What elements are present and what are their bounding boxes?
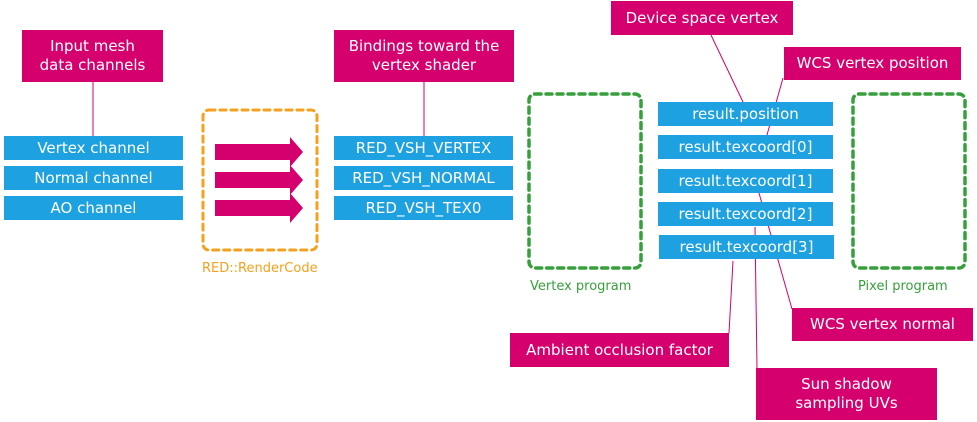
channel-normal: Normal channel [4, 166, 183, 190]
render-code-caption: RED::RenderCode [202, 261, 318, 276]
render-code-frame [201, 108, 319, 252]
bindings-label: Bindings toward the vertex shader [334, 30, 514, 82]
binding-vertex: RED_VSH_VERTEX [334, 136, 513, 160]
arrow-right-icon [215, 165, 303, 195]
output-position: result.position [658, 102, 833, 126]
binding-tex0: RED_VSH_TEX0 [334, 196, 513, 220]
wcs-vertex-position-callout: WCS vertex position [784, 47, 961, 80]
connector-device-space-vertex [710, 34, 744, 103]
arrow-right-icon [215, 193, 303, 223]
ambient-occlusion-factor-callout: Ambient occlusion factor [510, 333, 729, 367]
channel-ao: AO channel [4, 196, 183, 220]
wcs-vertex-normal-callout: WCS vertex normal [792, 308, 973, 341]
device-space-vertex-callout: Device space vertex [611, 1, 793, 35]
input-mesh-label: Input mesh data channels [22, 30, 163, 82]
channel-vertex: Vertex channel [4, 136, 183, 160]
render-code-arrows [215, 137, 303, 223]
output-texcoord-3: result.texcoord[3] [659, 235, 834, 259]
output-texcoord-2: result.texcoord[2] [658, 202, 833, 226]
output-texcoord-1: result.texcoord[1] [658, 169, 833, 193]
connector-ambient-occlusion [728, 260, 734, 334]
binding-normal: RED_VSH_NORMAL [334, 166, 513, 190]
vertex-program-caption: Vertex program [530, 279, 632, 294]
arrow-right-icon [215, 137, 303, 167]
sun-shadow-sampling-uvs-callout: Sun shadow sampling UVs [756, 368, 937, 420]
pixel-program-caption: Pixel program [858, 279, 948, 294]
output-texcoord-0: result.texcoord[0] [658, 135, 833, 159]
pixel-program-frame [851, 92, 967, 270]
vertex-program-frame [527, 92, 643, 270]
